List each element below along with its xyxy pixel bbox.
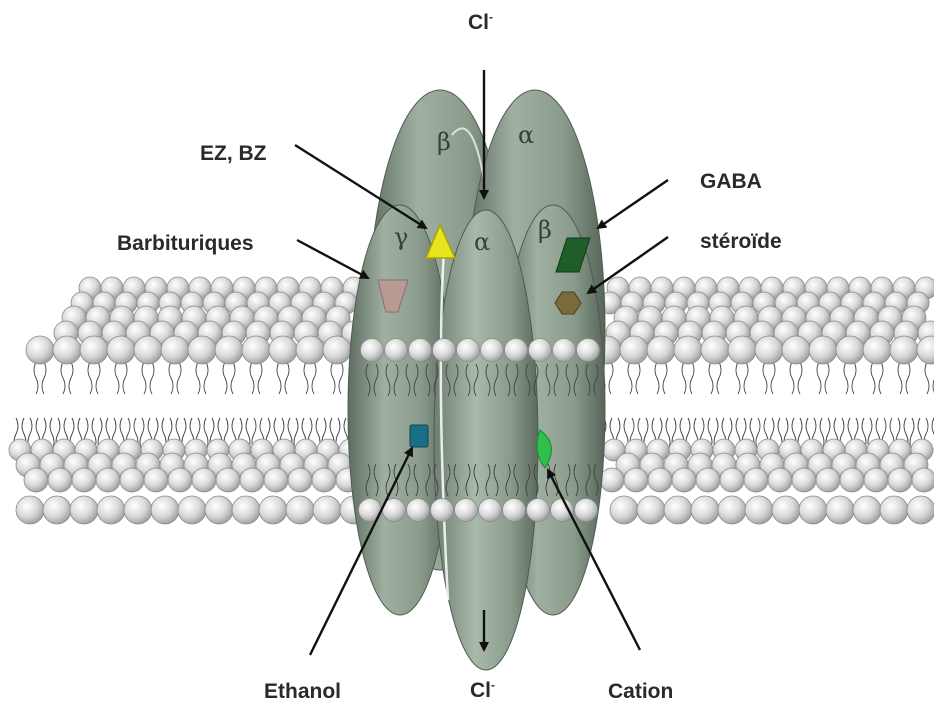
subunit-label-gamma: γ bbox=[394, 223, 408, 251]
label-cl-bottom: Cl- bbox=[470, 678, 495, 703]
label-barbituriques: Barbituriques bbox=[117, 232, 254, 256]
label-cl-top-sup: - bbox=[489, 10, 493, 24]
subunit-label-alpha-front: α bbox=[474, 228, 490, 256]
label-ethanol: Ethanol bbox=[264, 680, 341, 704]
label-gaba: GABA bbox=[700, 170, 762, 194]
arrow-gaba bbox=[598, 180, 668, 228]
label-cl-top: Cl- bbox=[468, 10, 493, 35]
label-ez-bz: EZ, BZ bbox=[200, 142, 267, 166]
label-cl-top-text: Cl bbox=[468, 11, 489, 34]
arrow-barbituriques bbox=[297, 240, 368, 278]
label-cation: Cation bbox=[608, 680, 673, 704]
subunit-alpha-front bbox=[434, 210, 538, 670]
subunit-label-alpha-back: α bbox=[518, 121, 534, 149]
label-cl-bottom-text: Cl bbox=[470, 679, 491, 702]
label-steroide: stéroïde bbox=[700, 230, 782, 254]
subunit-label-beta-right: β bbox=[538, 216, 552, 244]
subunit-label-beta-back: β bbox=[437, 128, 451, 156]
label-cl-bottom-sup: - bbox=[491, 678, 495, 692]
ethanol-binding-site bbox=[410, 425, 428, 447]
